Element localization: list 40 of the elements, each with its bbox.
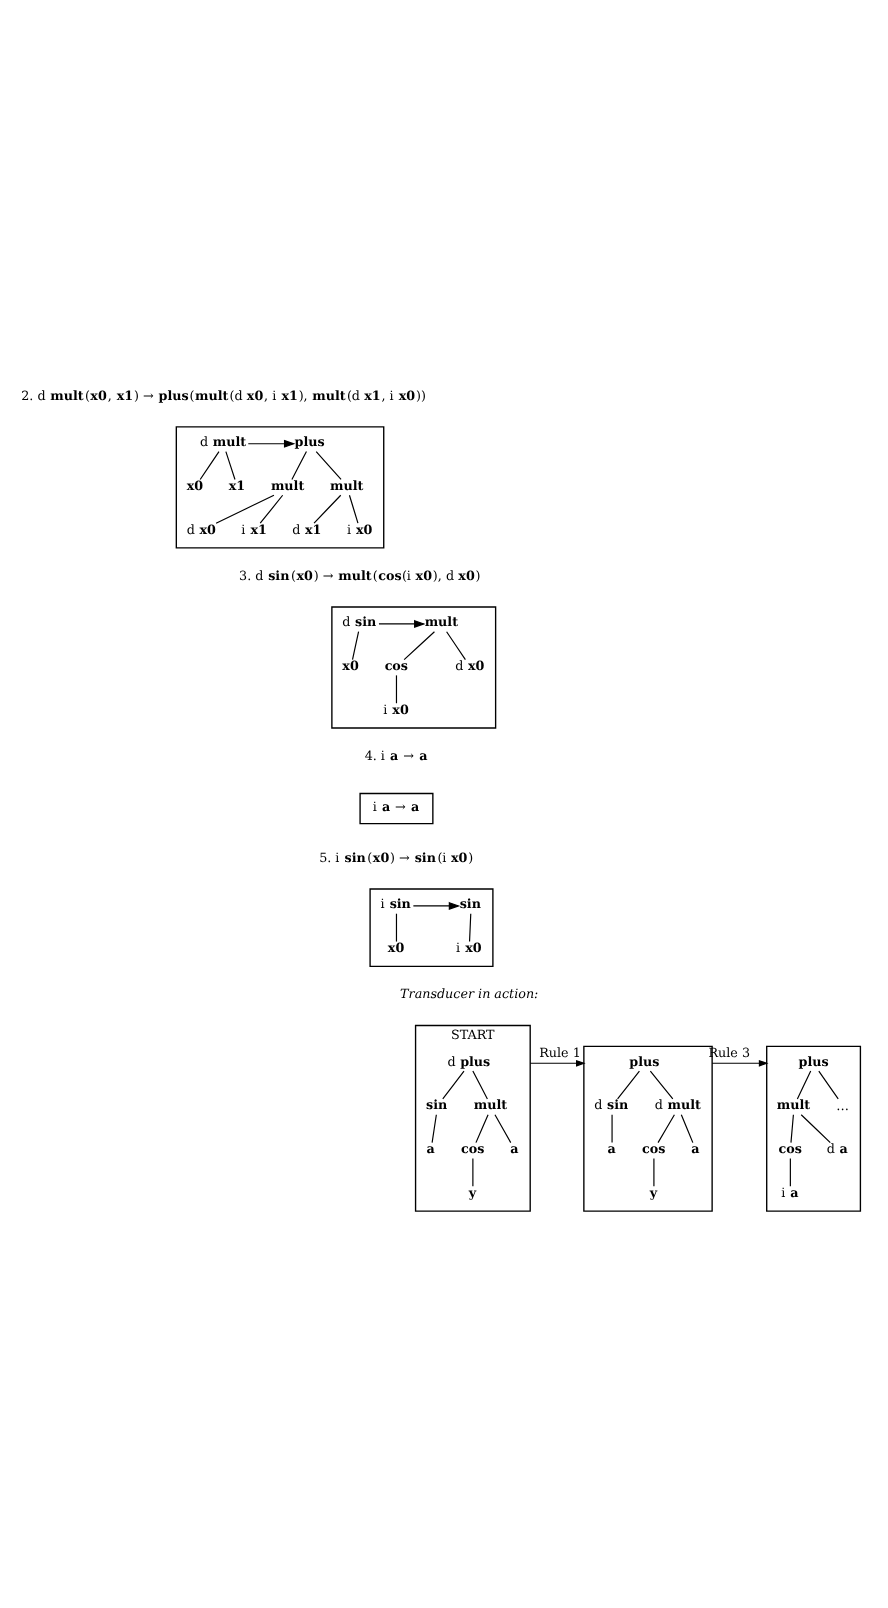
connector: [395, 674, 398, 704]
connector: [403, 631, 436, 661]
connector: [657, 1114, 675, 1144]
connector: [395, 913, 398, 943]
connector: [348, 494, 359, 524]
connector: [789, 1157, 791, 1187]
connector: [494, 1114, 512, 1144]
cluster: [369, 888, 494, 968]
connector: [199, 451, 220, 481]
connector: [649, 1070, 674, 1100]
arrow: [412, 901, 461, 910]
connector: [431, 1114, 437, 1144]
arrow: [529, 1059, 586, 1067]
connector: [225, 451, 236, 481]
connector: [653, 1157, 655, 1187]
connector: [796, 1070, 812, 1100]
cluster: [583, 1045, 713, 1212]
cluster: [175, 426, 385, 549]
arrow: [711, 1059, 769, 1067]
connector: [472, 1157, 474, 1187]
connector: [611, 1114, 613, 1144]
connector: [475, 1114, 489, 1144]
connector: [351, 631, 360, 661]
connector: [442, 1070, 465, 1100]
arrow: [378, 619, 426, 628]
cluster: [766, 1045, 862, 1212]
connector: [446, 631, 466, 661]
cluster: [331, 606, 497, 729]
connector: [680, 1114, 694, 1144]
connector: [315, 451, 342, 481]
connector: [259, 494, 284, 524]
connector: [468, 913, 472, 943]
connector: [313, 494, 342, 524]
connector: [818, 1070, 839, 1100]
arrow: [247, 439, 296, 448]
connector: [617, 1070, 640, 1100]
connector: [291, 451, 308, 481]
connector: [790, 1114, 794, 1144]
connector: [800, 1114, 831, 1144]
connector: [472, 1070, 488, 1100]
